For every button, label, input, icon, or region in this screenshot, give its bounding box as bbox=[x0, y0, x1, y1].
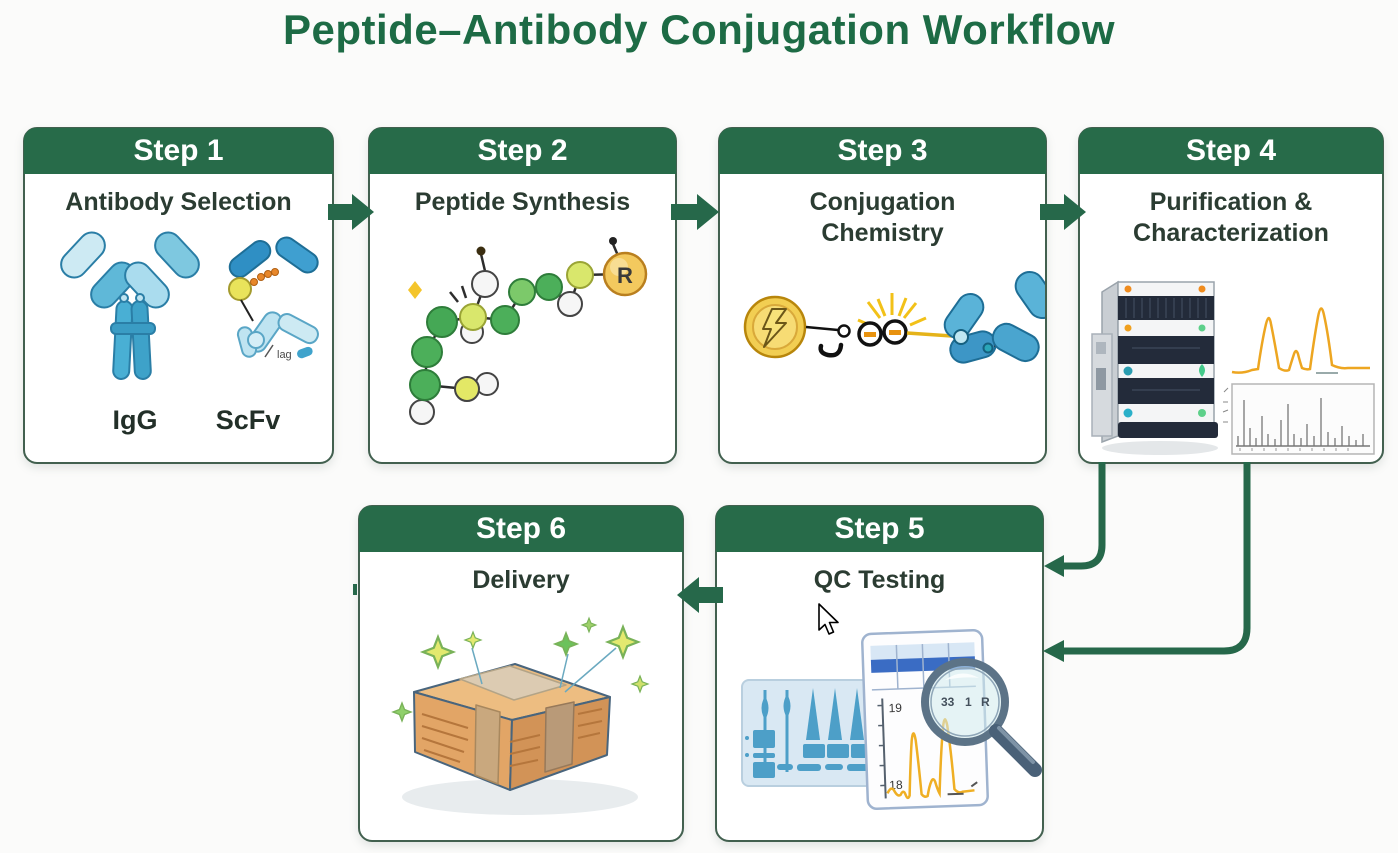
step6-card: Step 6 Delivery bbox=[358, 505, 684, 842]
step5-label: QC Testing bbox=[813, 566, 946, 594]
magnifier-icon: 33 1 R bbox=[921, 658, 1042, 777]
chromatogram-trace bbox=[1231, 307, 1370, 374]
purification-characterization-illustration bbox=[1091, 280, 1375, 455]
step3-header: Step 3 bbox=[719, 128, 1046, 174]
magnifier-handle bbox=[989, 724, 1042, 777]
report-y-axis-bottom-label: 18 bbox=[889, 778, 903, 792]
step2-header: Step 2 bbox=[369, 128, 676, 174]
hplc-instrument-icon bbox=[1091, 280, 1218, 455]
step2-label: Peptide Synthesis bbox=[414, 188, 631, 216]
conjugation-reaction-illustration bbox=[743, 270, 1045, 364]
sparkle-streaks bbox=[471, 647, 617, 693]
igg-scfv-antibody-illustration: lag bbox=[60, 231, 319, 380]
mass-spectrum-panel bbox=[1222, 383, 1375, 455]
arrow-step2-to-step3 bbox=[671, 194, 719, 230]
chain-cap-dot bbox=[476, 246, 486, 256]
scfv-variant-label: ScFv bbox=[215, 405, 281, 435]
step4-label: Purification & Characterization bbox=[1133, 188, 1329, 247]
scfv-tag-text: lag bbox=[277, 349, 292, 361]
step6-header: Step 6 bbox=[359, 506, 683, 552]
peptide-beads bbox=[409, 261, 594, 425]
package-box-icon bbox=[413, 663, 611, 791]
elbow-arrowhead-lower bbox=[1043, 640, 1064, 662]
antibody-capsules-icon bbox=[943, 270, 1045, 364]
reactive-group-letter: R bbox=[617, 263, 633, 288]
step6-label: Delivery bbox=[472, 566, 570, 594]
peptide-chain-illustration: R bbox=[408, 237, 648, 425]
step2-card: Step 2 Peptide Synthesis bbox=[368, 127, 677, 464]
step5-header: Step 5 bbox=[716, 506, 1043, 552]
magnified-text-3: R bbox=[981, 695, 990, 709]
box-shadow bbox=[402, 779, 638, 815]
elbow-arrows-step4-to-step5 bbox=[1043, 462, 1251, 662]
reactive-group-circle: R bbox=[602, 251, 648, 297]
sparkle-diamond-icon bbox=[408, 281, 422, 299]
energy-coin-icon bbox=[743, 295, 807, 359]
step1-label: Antibody Selection bbox=[65, 188, 292, 216]
igg-variant-label: IgG bbox=[112, 405, 158, 435]
box-seam-lines bbox=[421, 708, 603, 767]
page-title: Peptide–Antibody Conjugation Workflow bbox=[282, 6, 1116, 53]
sparkle-stars bbox=[391, 616, 650, 723]
arrow-step1-to-step2 bbox=[328, 194, 374, 230]
qc-testing-illustration: 19 18 33 1 R bbox=[741, 629, 1042, 810]
arrow-step5-to-step6 bbox=[677, 577, 723, 613]
step3-label: Conjugation Chemistry bbox=[809, 188, 956, 247]
step4-card: Step 4 Purification & Characterization bbox=[1078, 127, 1384, 464]
step5-card: Step 5 QC Testing bbox=[715, 505, 1044, 842]
mouse-cursor bbox=[818, 603, 839, 635]
step4-header: Step 4 bbox=[1079, 128, 1383, 174]
scfv-fragment-icon: lag bbox=[228, 236, 319, 361]
linker-and-spark bbox=[805, 293, 953, 358]
ms-axis-label-marks bbox=[1222, 387, 1229, 423]
step3-card: Step 3 Conjugation Chemistry bbox=[718, 127, 1047, 464]
stray-arrow-mark bbox=[353, 584, 357, 595]
step1-header: Step 1 bbox=[24, 128, 333, 174]
arrow-step3-to-step4 bbox=[1040, 194, 1086, 230]
report-y-axis-top-label: 19 bbox=[888, 701, 902, 715]
magnified-text-2: 1 bbox=[965, 695, 972, 709]
chain-cap-dot2 bbox=[609, 237, 617, 245]
gel-panel-icon bbox=[741, 679, 880, 787]
elbow-arrowhead-upper bbox=[1044, 555, 1064, 577]
step1-card: Step 1 Antibody Selection bbox=[23, 127, 334, 464]
delivery-box-illustration bbox=[391, 616, 650, 815]
igg-antibody-icon bbox=[60, 231, 200, 380]
magnified-text-1: 33 bbox=[941, 695, 955, 709]
